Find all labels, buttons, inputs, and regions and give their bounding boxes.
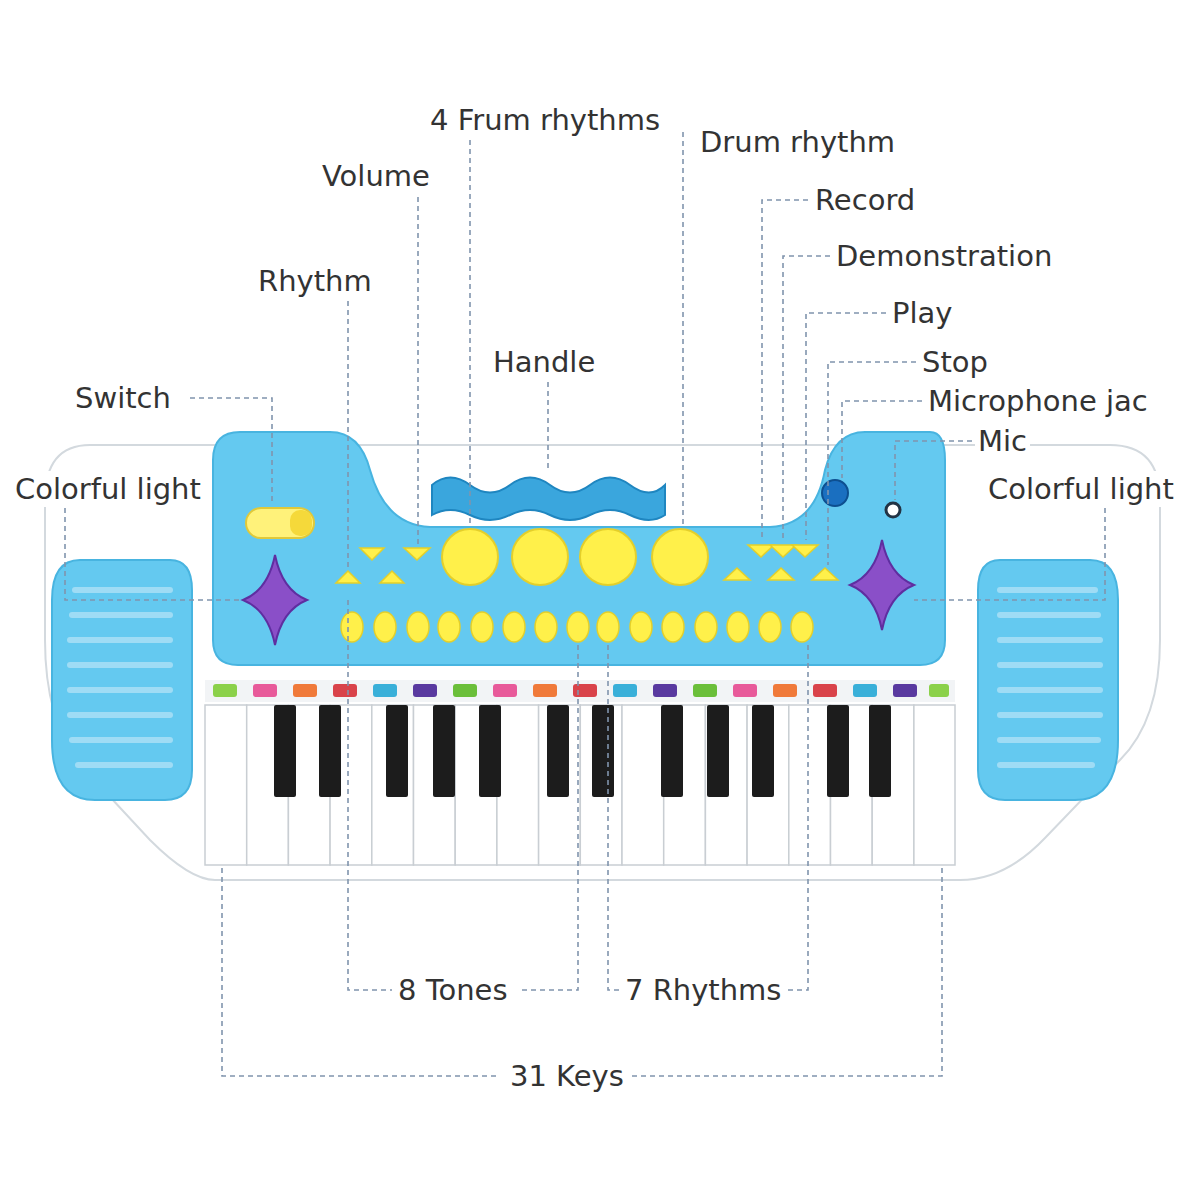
control-panel bbox=[213, 432, 945, 665]
power-switch bbox=[246, 508, 314, 538]
callout-label: 7 Rhythms bbox=[622, 972, 784, 1008]
callout-label: Rhythm bbox=[255, 263, 375, 299]
speaker-left bbox=[52, 560, 192, 800]
light-star-left bbox=[243, 555, 307, 645]
speaker-right bbox=[978, 560, 1118, 800]
drum-buttons bbox=[442, 529, 708, 585]
callout-label: Drum rhythm bbox=[697, 124, 898, 160]
callout-label: 31 Keys bbox=[507, 1058, 627, 1094]
black-keys bbox=[274, 705, 891, 797]
callout-label: Volume bbox=[319, 158, 433, 194]
callout-label: Record bbox=[812, 182, 918, 218]
handle bbox=[432, 478, 665, 521]
callout-label: Colorful light bbox=[12, 471, 204, 507]
callout-label: 4 Frum rhythms bbox=[427, 102, 663, 138]
leader-lines bbox=[65, 132, 1105, 1076]
callout-label: Switch bbox=[72, 380, 174, 416]
switch-knob bbox=[290, 510, 312, 536]
tone-rhythm-buttons bbox=[341, 612, 813, 642]
note-tags bbox=[213, 684, 949, 697]
callout-label: Demonstration bbox=[833, 238, 1055, 274]
white-keys bbox=[205, 705, 955, 865]
callout-label: Stop bbox=[919, 344, 991, 380]
callout-label: 8 Tones bbox=[395, 972, 511, 1008]
microphone-jack bbox=[822, 480, 848, 506]
callout-label: Microphone jac bbox=[925, 383, 1151, 419]
microphone bbox=[886, 503, 900, 517]
callout-label: Mic bbox=[975, 423, 1030, 459]
callout-label: Colorful light bbox=[985, 471, 1177, 507]
light-star-right bbox=[850, 540, 914, 630]
function-buttons bbox=[336, 545, 838, 583]
note-strip bbox=[205, 680, 955, 702]
callout-label: Handle bbox=[490, 344, 598, 380]
callout-label: Play bbox=[889, 295, 955, 331]
